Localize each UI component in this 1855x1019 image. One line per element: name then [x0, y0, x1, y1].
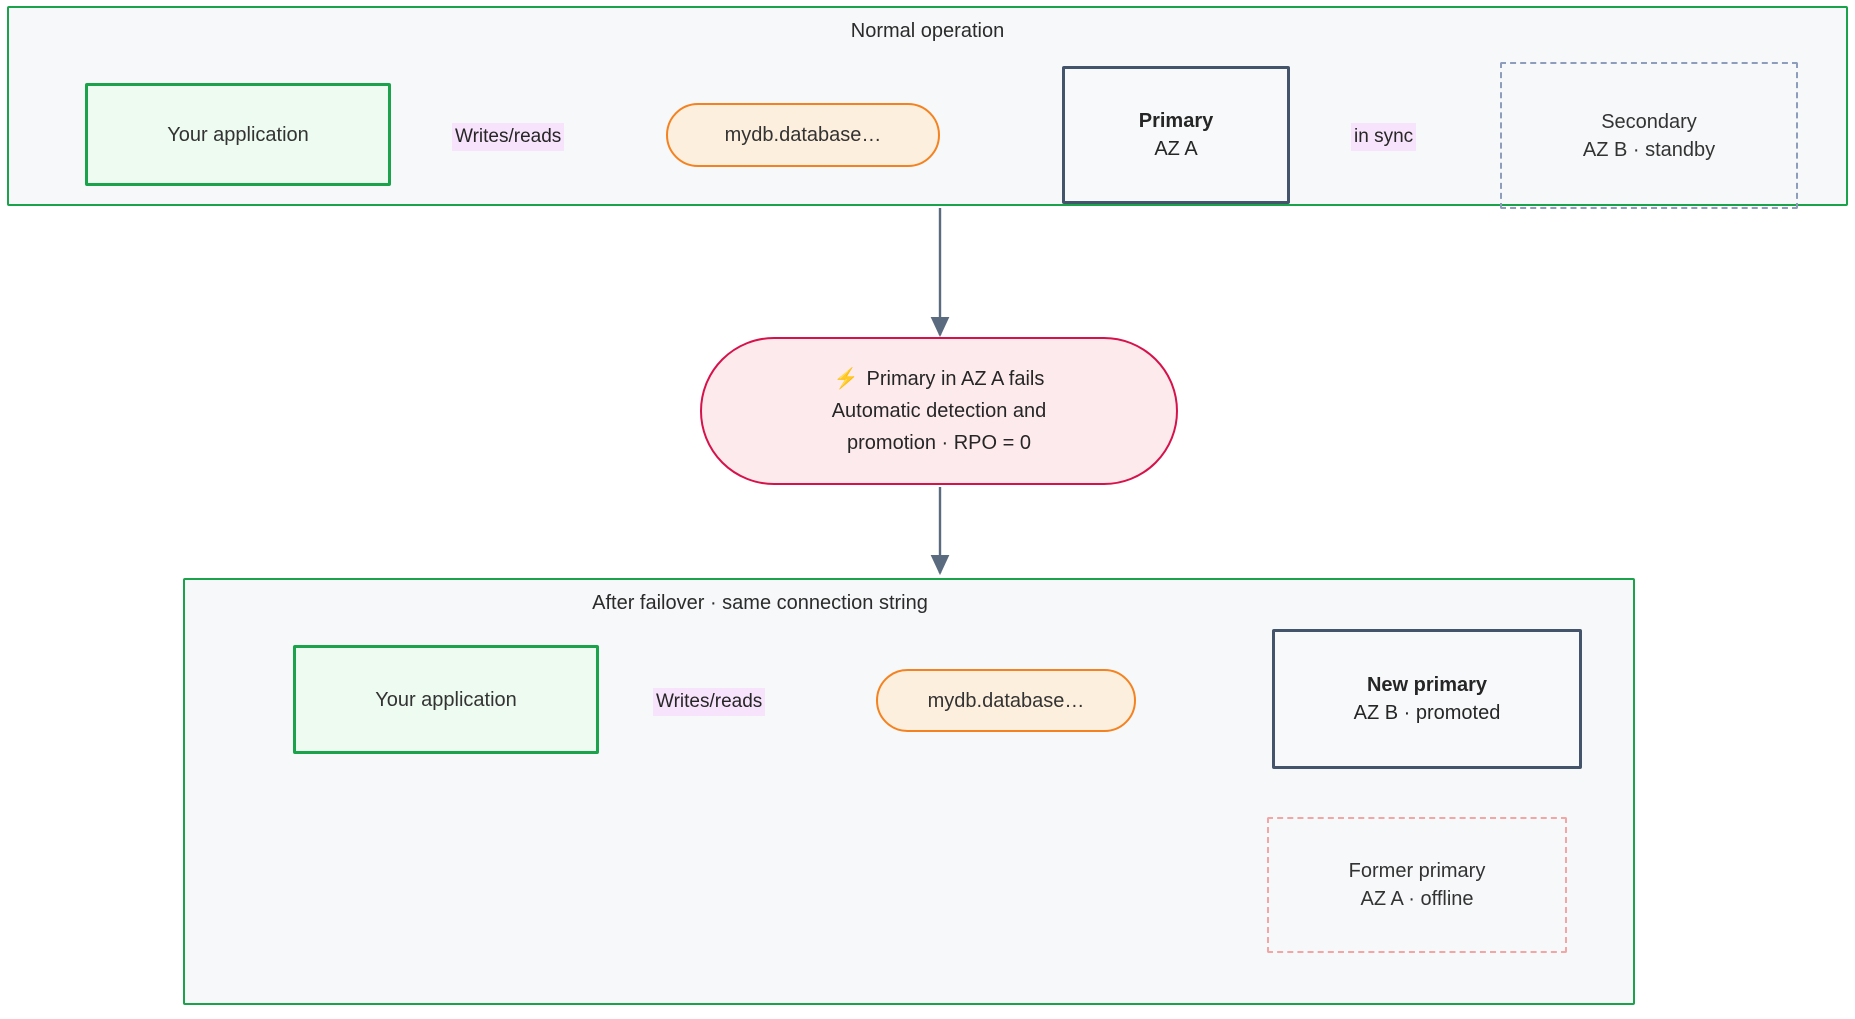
lightning-bolt-icon: ⚡ [833, 368, 859, 390]
node-primary[interactable]: Primary AZ A [1062, 66, 1290, 204]
node-new-primary[interactable]: New primary AZ B · promoted [1272, 629, 1582, 769]
event-line-1-row: ⚡ Primary in AZ A fails [834, 363, 1045, 395]
node-your-application-normal[interactable]: Your application [85, 83, 391, 186]
event-line-1: Primary in AZ A fails [866, 368, 1045, 390]
event-line-2: Automatic detection and [831, 400, 1047, 422]
node-subtitle: AZ B · standby [1582, 138, 1716, 161]
node-your-application-after[interactable]: Your application [293, 645, 599, 754]
edge-label-in-sync: in sync [1351, 123, 1417, 151]
node-title: Secondary [1601, 110, 1697, 133]
node-label: Your application [375, 688, 517, 711]
edge-label-writes-reads-normal: Writes/reads [452, 123, 565, 151]
node-title: Primary [1138, 110, 1214, 132]
node-title: New primary [1366, 674, 1488, 696]
node-label: mydb.database… [927, 689, 1085, 712]
node-subtitle: AZ A [1154, 138, 1198, 160]
edge-label-writes-reads-after: Writes/reads [653, 688, 766, 716]
node-label: mydb.database… [724, 124, 882, 146]
node-endpoint-normal[interactable]: mydb.database… [666, 103, 940, 167]
event-line-3: promotion · RPO = 0 [847, 432, 1031, 454]
node-failover-event[interactable]: ⚡ Primary in AZ A fails Automatic detecti… [700, 337, 1178, 485]
node-subtitle: AZ B · promoted [1353, 702, 1501, 724]
node-subtitle: AZ A · offline [1360, 888, 1474, 910]
node-endpoint-after[interactable]: mydb.database… [876, 669, 1136, 732]
cluster-normal-title: Normal operation [850, 20, 1005, 42]
node-title: Former primary [1348, 860, 1486, 882]
node-secondary-standby[interactable]: Secondary AZ B · standby [1500, 62, 1798, 209]
cluster-after-title: After failover · same connection string [592, 592, 928, 614]
node-label: Your application [167, 123, 309, 146]
node-former-primary-offline[interactable]: Former primary AZ A · offline [1267, 817, 1567, 953]
